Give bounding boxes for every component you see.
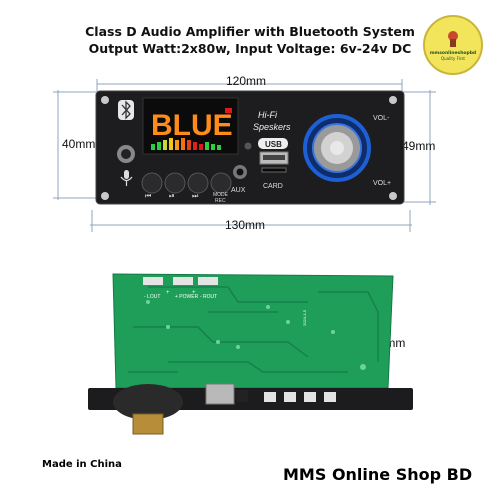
- aux-label: AUX: [231, 187, 246, 194]
- product-title-line-2: Output Watt:2x80w, Input Voltage: 6v-24v…: [88, 41, 412, 56]
- card-label: CARD: [263, 183, 283, 190]
- pcb-board: [112, 273, 394, 389]
- spectrum-bars: [151, 138, 221, 150]
- logo-emblem-icon: [448, 31, 458, 47]
- silk-rout: - ROUT: [200, 294, 217, 300]
- pcb-pads: [146, 300, 366, 370]
- logo-name: mmsonlineshopbd: [429, 51, 477, 56]
- button-mode[interactable]: [210, 172, 232, 194]
- made-in-label: Made in China: [42, 459, 122, 470]
- button-switch-1: [264, 392, 276, 402]
- rec-label: REC: [215, 198, 226, 204]
- screw-top-left: [101, 96, 109, 104]
- prev-icon: ⏮: [145, 193, 151, 200]
- bluetooth-icon: [121, 100, 131, 120]
- mode-label: MODE: [213, 192, 229, 198]
- hifi-label: Hi-Fi: [258, 110, 278, 120]
- mic-jack[interactable]: [121, 149, 131, 159]
- microphone-icon: [120, 170, 133, 186]
- potentiometer: [132, 413, 164, 435]
- usb-label: USB: [265, 140, 282, 149]
- aux-jack[interactable]: [236, 168, 244, 176]
- dimension-120mm: 120mm: [226, 74, 267, 88]
- screw-bottom-left: [101, 192, 109, 200]
- button-next[interactable]: [187, 172, 209, 194]
- silk-plus-2: +: [192, 290, 196, 296]
- button-prev[interactable]: [141, 172, 163, 194]
- dimension-130mm: 130mm: [225, 218, 266, 232]
- rout-connector: [198, 277, 218, 285]
- screw-top-right: [389, 96, 397, 104]
- screw-bottom-right: [389, 192, 397, 200]
- dimension-40mm: 40mm: [62, 137, 96, 151]
- dimension-49mm: 49mm: [402, 139, 436, 153]
- display-text: BLUE: [151, 109, 233, 142]
- shop-logo: mmsonlineshopbd Quality First: [423, 15, 483, 75]
- button-play-pause[interactable]: [164, 172, 186, 194]
- silk-lout: - LOUT: [144, 294, 160, 300]
- vol-minus-label: VOL-: [373, 115, 390, 122]
- ir-sensor: [244, 142, 252, 150]
- silk-date: 2024-1-5: [302, 309, 307, 326]
- button-switch-3: [304, 392, 316, 402]
- lout-connector: [143, 277, 163, 285]
- pcb-board-image: - LOUT + POWER - ROUT + + 2024-1-5: [88, 273, 413, 435]
- speakers-label: Speskers: [253, 122, 291, 132]
- power-connector: [173, 277, 193, 285]
- card-slot[interactable]: [261, 167, 287, 173]
- usb-module: [205, 383, 235, 405]
- silk-power: + POWER: [175, 294, 199, 300]
- silk-plus-1: +: [166, 290, 170, 296]
- shop-name-label: MMS Online Shop BD: [283, 465, 473, 484]
- product-title-line-1: Class D Audio Amplifier with Bluetooth S…: [85, 24, 415, 39]
- logo-tagline: Quality First: [441, 56, 465, 61]
- aux-module: [236, 390, 248, 402]
- play-pause-icon: ⏯: [169, 193, 175, 200]
- button-switch-4: [324, 392, 336, 402]
- pcb-traces: [128, 286, 379, 373]
- vol-plus-label: VOL+: [373, 180, 391, 187]
- next-icon: ⏭: [192, 193, 199, 200]
- front-panel: BLUE ⏮ ⏯ ⏭ MODE REC AUX Hi-Fi Speskers U…: [95, 90, 405, 205]
- knob-shaft: [113, 384, 183, 420]
- button-switch-2: [284, 392, 296, 402]
